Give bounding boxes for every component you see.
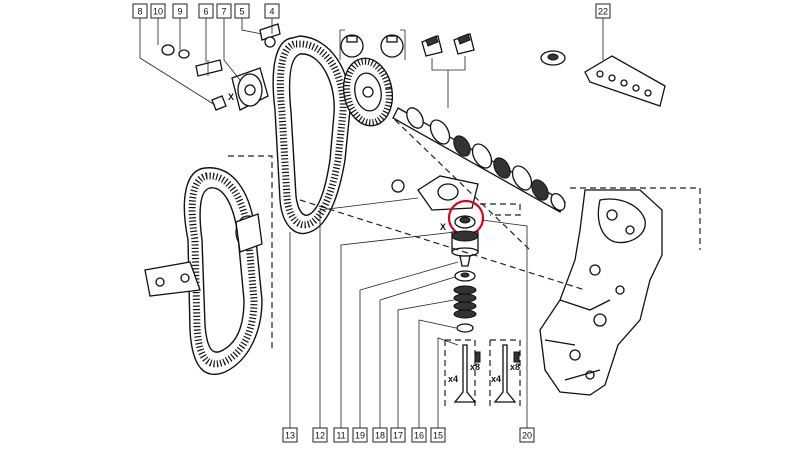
callout-7[interactable]: 7 [216, 3, 232, 19]
camshaft-sprocket [342, 57, 394, 127]
callout-22[interactable]: 22 [595, 3, 611, 19]
svg-text:6: 6 [203, 7, 208, 17]
x-marker-tappet: X [440, 222, 446, 232]
bearing-caps [421, 33, 475, 108]
callouts-bottom: 13 12 11 19 18 17 16 15 [282, 427, 535, 443]
tensioner-assembly [161, 23, 281, 111]
callout-20[interactable]: 20 [519, 427, 535, 443]
callout-8[interactable]: 8 [132, 3, 148, 19]
gasket-set [540, 50, 666, 107]
svg-text:13: 13 [285, 431, 295, 441]
svg-text:11: 11 [336, 431, 345, 441]
svg-text:10: 10 [153, 7, 163, 17]
timing-belt-upper [272, 35, 351, 235]
callout-10[interactable]: 10 [150, 3, 166, 19]
svg-text:9: 9 [177, 7, 182, 17]
callout-18[interactable]: 18 [372, 427, 388, 443]
callout-16[interactable]: 16 [411, 427, 427, 443]
leader-lines [139, 18, 604, 428]
valve-collets [454, 255, 476, 282]
quantity-labels: X X x4 x8 x4 x8 [228, 92, 520, 384]
engine-block [539, 187, 701, 396]
alignment-lines [299, 119, 586, 291]
callout-17[interactable]: 17 [390, 427, 406, 443]
svg-text:12: 12 [315, 431, 325, 441]
svg-text:18: 18 [375, 431, 385, 441]
svg-text:19: 19 [355, 431, 365, 441]
callout-9[interactable]: 9 [172, 3, 188, 19]
callout-13[interactable]: 13 [282, 427, 298, 443]
svg-text:7: 7 [221, 7, 226, 17]
callout-11[interactable]: 11 [333, 427, 349, 443]
callout-19[interactable]: 19 [352, 427, 368, 443]
woodruff-keys [339, 29, 406, 60]
callout-5[interactable]: 5 [234, 3, 250, 19]
callouts-top: 8 10 9 6 7 5 4 22 [132, 3, 611, 19]
camshaft [392, 107, 566, 213]
qty-x8-right: x8 [510, 362, 520, 372]
svg-text:15: 15 [433, 431, 443, 441]
timing-belt-lower [183, 155, 273, 376]
svg-text:20: 20 [522, 431, 532, 441]
svg-text:17: 17 [393, 431, 403, 441]
svg-text:22: 22 [598, 7, 608, 17]
idler-bracket [144, 213, 263, 297]
svg-text:5: 5 [239, 7, 244, 17]
callout-4[interactable]: 4 [264, 3, 280, 19]
valves [444, 339, 521, 410]
qty-x4-left: x4 [448, 374, 458, 384]
callout-15[interactable]: 15 [430, 427, 446, 443]
qty-x4-right: x4 [491, 374, 501, 384]
qty-x8-left: x8 [470, 362, 480, 372]
callout-12[interactable]: 12 [312, 427, 328, 443]
svg-text:4: 4 [269, 7, 274, 17]
valve-spring [453, 285, 477, 333]
svg-text:8: 8 [137, 7, 142, 17]
svg-text:16: 16 [414, 431, 424, 441]
valve-plate [391, 175, 521, 216]
x-marker-top: X [228, 92, 234, 102]
callout-6[interactable]: 6 [198, 3, 214, 19]
bucket-tappet [451, 230, 479, 257]
